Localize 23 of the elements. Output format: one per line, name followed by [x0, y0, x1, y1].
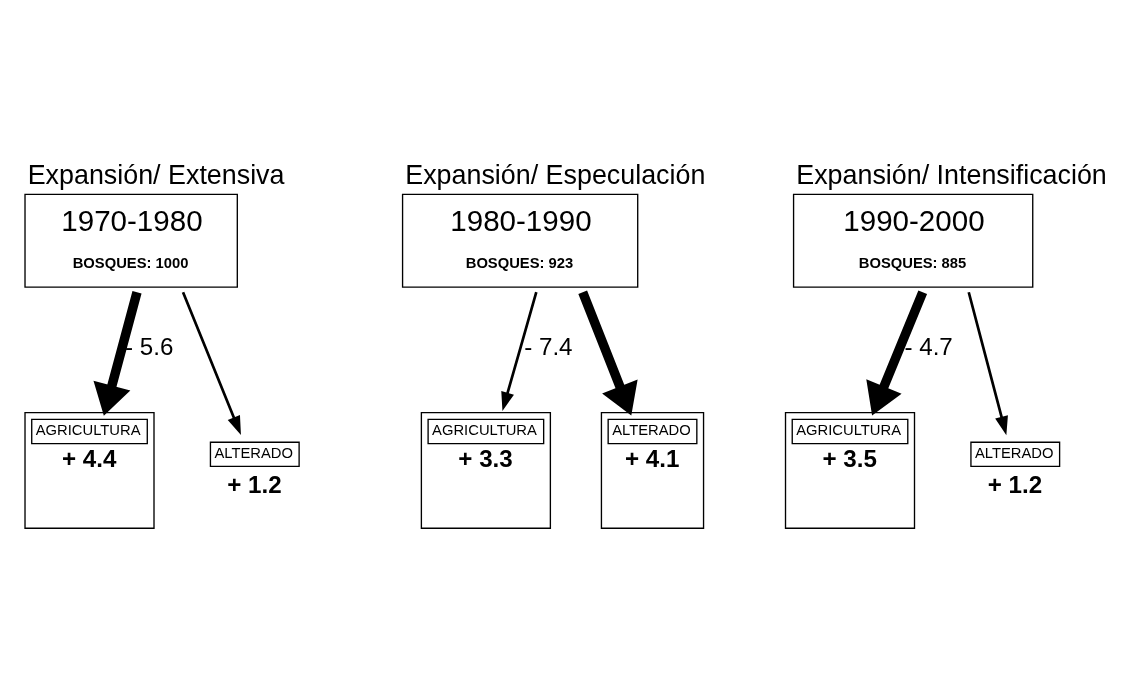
- node-box: AGRICULTURA + 3.3: [420, 411, 552, 529]
- node-box: 1970-1980 BOSQUES: 1000: [24, 193, 238, 288]
- node-box: ALTERADO + 4.1: [600, 411, 705, 529]
- edge-label: - 5.6: [125, 332, 174, 360]
- node-box: 1990-2000 BOSQUES: 885: [792, 193, 1034, 288]
- node-box: AGRICULTURA + 3.5: [784, 411, 916, 529]
- node-label: + 1.2: [987, 470, 1043, 498]
- arrow: [578, 290, 638, 415]
- edge-label: - 4.7: [904, 332, 953, 360]
- node-box: ALTERADO: [970, 441, 1061, 467]
- arrow: [866, 289, 928, 415]
- arrow: [181, 291, 241, 435]
- node-box: ALTERADO: [209, 441, 300, 467]
- node-box: 1980-1990 BOSQUES: 923: [401, 193, 639, 288]
- arrow: [967, 291, 1008, 435]
- node-label: Expansión/ Especulación: [405, 159, 706, 190]
- node-box: AGRICULTURA + 4.4: [24, 411, 155, 529]
- node-label: + 1.2: [227, 470, 282, 498]
- node-label: Expansión/ Extensiva: [27, 159, 285, 190]
- node-label: Expansión/ Intensificación: [796, 159, 1107, 190]
- arrow: [93, 290, 142, 416]
- edge-label: - 7.4: [524, 332, 573, 360]
- arrow: [501, 291, 538, 411]
